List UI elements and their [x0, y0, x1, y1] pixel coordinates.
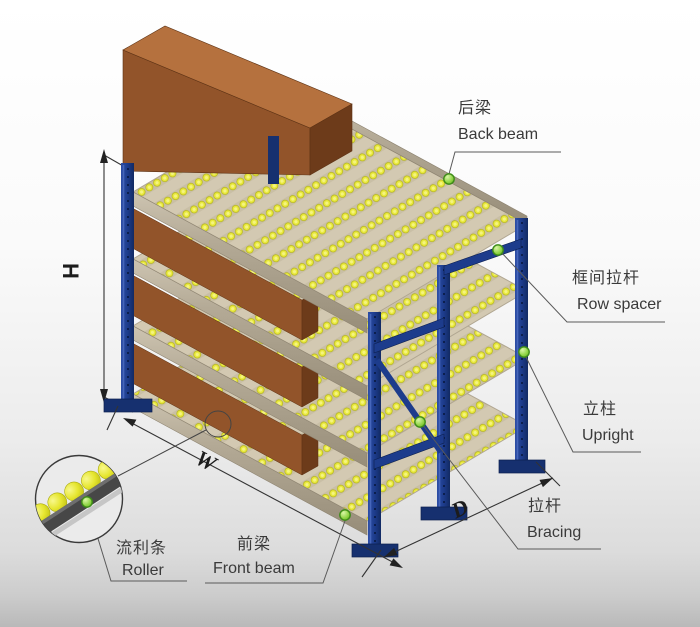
detail-source-circle	[204, 410, 232, 438]
upright-front-left	[103, 163, 153, 413]
label-back-beam-en: Back beam	[458, 126, 539, 143]
label-front-beam-zh: 前梁	[237, 536, 272, 553]
marker-row-spacer	[492, 244, 504, 256]
carton-row-1	[122, 25, 353, 176]
label-upright-zh: 立柱	[583, 401, 618, 418]
dimension-letter-h: H	[57, 263, 83, 279]
marker-bracing	[414, 416, 426, 428]
rear-upright-glimpse	[268, 136, 279, 184]
upright-rear-right	[498, 218, 546, 474]
label-front-beam-en: Front beam	[213, 560, 295, 577]
marker-upright	[518, 346, 530, 358]
w-dimension	[106, 405, 403, 578]
upright-front-right	[351, 312, 399, 558]
label-back-beam-zh: 后梁	[458, 100, 493, 117]
label-upright-en: Upright	[582, 427, 634, 444]
label-bracing-zh: 拉杆	[528, 498, 563, 515]
label-roller-zh: 流利条	[116, 540, 168, 557]
bracing-diagonal	[374, 358, 444, 454]
frame-members	[373, 238, 522, 470]
marker-back-beam	[443, 173, 455, 185]
marker-front-beam	[339, 509, 351, 521]
label-roller-en: Roller	[122, 562, 164, 579]
marker-roller	[81, 496, 93, 508]
part-markers	[81, 173, 530, 521]
label-bracing-en: Bracing	[527, 524, 582, 541]
d-dimension	[383, 461, 561, 558]
label-row-spacer-zh: 框间拉杆	[572, 270, 641, 287]
label-row-spacer-en: Row spacer	[577, 296, 662, 313]
